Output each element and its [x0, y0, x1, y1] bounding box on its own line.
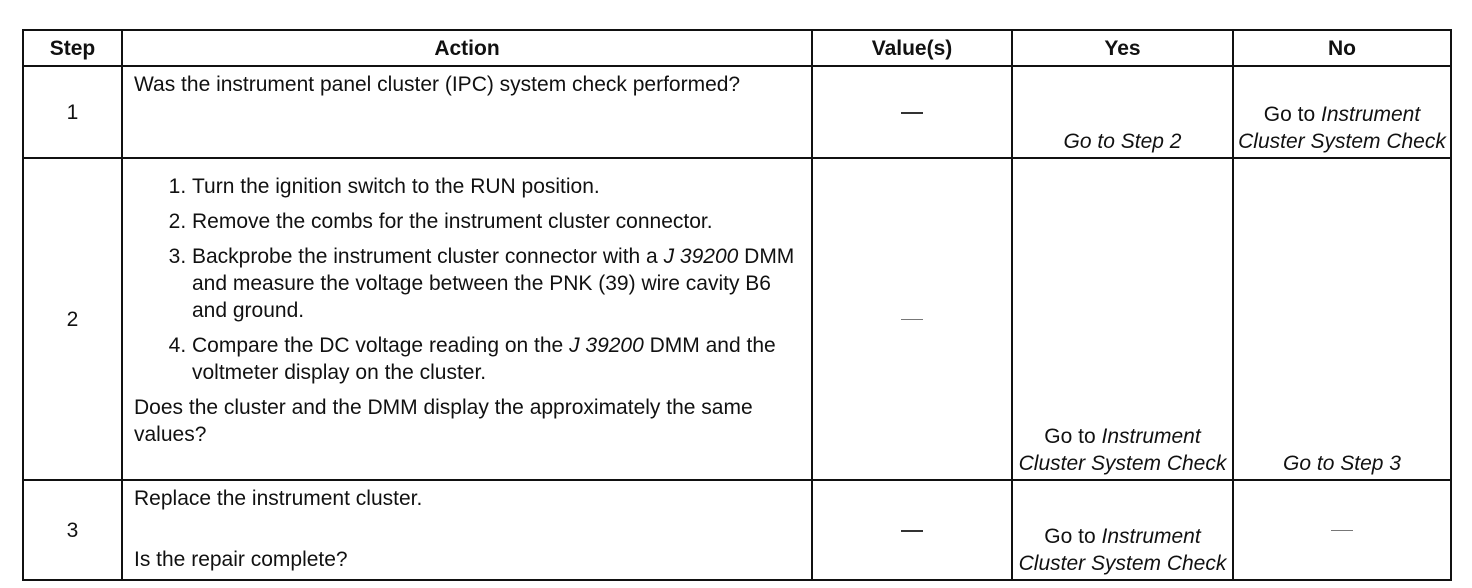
no-result-ref: Instrument Cluster System Check — [1238, 103, 1446, 153]
action-question: Was the instrument panel cluster (IPC) s… — [134, 73, 741, 96]
value-cell — [811, 479, 1013, 581]
no-result: Go to Step 3 — [1283, 452, 1401, 475]
yes-cell: Go to Instrument Cluster System Check — [1011, 479, 1234, 581]
no-cell: Go to Step 3 — [1232, 157, 1452, 481]
action-cell: Replace the instrument cluster. Is the r… — [121, 479, 813, 581]
diagnostic-table: Step Action Value(s) Yes No 1 Was the in… — [22, 29, 1452, 581]
header-no: No — [1232, 29, 1452, 67]
empty-value-dash — [901, 319, 923, 321]
no-cell: Go to Instrument Cluster System Check — [1232, 65, 1452, 159]
no-cell — [1232, 479, 1452, 581]
header-values: Value(s) — [811, 29, 1013, 67]
procedure-text: DMM and measure the voltage between the … — [192, 245, 795, 322]
header-step: Step — [22, 29, 123, 67]
empty-value-dash — [901, 529, 923, 532]
step-number: 1 — [22, 65, 123, 159]
value-cell — [811, 157, 1013, 481]
yes-cell: Go to Instrument Cluster System Check — [1011, 157, 1234, 481]
procedure-item: Backprobe the instrument cluster connect… — [192, 243, 801, 324]
procedure-item: Compare the DC voltage reading on the J … — [192, 332, 801, 386]
value-cell — [811, 65, 1013, 159]
header-action: Action — [121, 29, 813, 67]
empty-value-dash — [1331, 530, 1353, 532]
no-result-prefix: Go to — [1263, 103, 1321, 126]
procedure-list: Turn the ignition switch to the RUN posi… — [134, 173, 801, 386]
procedure-text: DMM and the voltmeter display on the clu… — [192, 334, 776, 384]
yes-result-ref: Instrument Cluster System Check — [1018, 525, 1227, 575]
procedure-item: Remove the combs for the instrument clus… — [192, 208, 801, 235]
yes-result-prefix: Go to — [1044, 525, 1102, 548]
action-cell: Was the instrument panel cluster (IPC) s… — [121, 65, 813, 159]
action-question: Does the cluster and the DMM display the… — [134, 396, 753, 446]
empty-value-dash — [901, 111, 923, 114]
procedure-item: Turn the ignition switch to the RUN posi… — [192, 173, 801, 200]
header-yes: Yes — [1011, 29, 1234, 67]
table-row: 3 Replace the instrument cluster. Is the… — [22, 479, 1452, 581]
table-row: 2 Turn the ignition switch to the RUN po… — [22, 157, 1452, 481]
action-cell: Turn the ignition switch to the RUN posi… — [121, 157, 813, 481]
step-number: 2 — [22, 157, 123, 481]
spacer — [134, 512, 801, 546]
header-row: Step Action Value(s) Yes No — [22, 29, 1452, 67]
action-question: Is the repair complete? — [134, 548, 348, 571]
yes-cell: Go to Step 2 — [1011, 65, 1234, 159]
tool-ref: J 39200 — [663, 245, 739, 268]
step-number: 3 — [22, 479, 123, 581]
action-text: Replace the instrument cluster. — [134, 487, 423, 510]
procedure-text: Backprobe the instrument cluster connect… — [192, 245, 664, 268]
procedure-text: Compare the DC voltage reading on the — [192, 334, 570, 357]
tool-ref: J 39200 — [569, 334, 644, 357]
yes-result-prefix: Go to — [1044, 425, 1102, 448]
yes-result: Go to Step 2 — [1063, 130, 1182, 153]
yes-result-ref: Instrument Cluster System Check — [1018, 425, 1227, 475]
table-row: 1 Was the instrument panel cluster (IPC)… — [22, 65, 1452, 159]
